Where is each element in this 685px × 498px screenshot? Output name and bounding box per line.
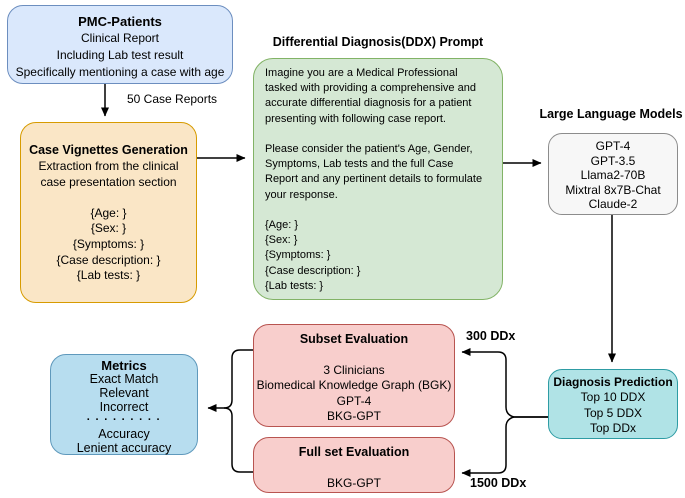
text-line: Accuracy bbox=[98, 427, 150, 442]
text-line bbox=[21, 190, 196, 206]
ddx-prompt-lines: Imagine you are a Medical Professional ta… bbox=[265, 66, 491, 294]
case-vignettes-box: Case Vignettes Generation Extraction fro… bbox=[20, 122, 197, 303]
text-line: Claude-2 bbox=[588, 197, 638, 211]
text-line: Please consider the patient's Age, Gende… bbox=[265, 143, 473, 156]
text-line: Lenient accuracy bbox=[76, 440, 172, 455]
text-line: {Age: } bbox=[265, 219, 299, 232]
text-line: Including Lab test result bbox=[56, 48, 184, 62]
subset-ddx-count-label: 300 DDx bbox=[466, 329, 516, 343]
text-line: Top DDx bbox=[589, 421, 636, 435]
text-line: Imagine you are a Medical Professional bbox=[265, 67, 458, 79]
text-line: Top 5 DDX bbox=[583, 405, 643, 420]
text-line: {Case description: } bbox=[56, 252, 161, 267]
text-line: Top 10 DDX bbox=[580, 390, 646, 404]
text-line: Mixtral 8x7B-Chat bbox=[565, 182, 661, 197]
text-line: Exact Match bbox=[89, 372, 159, 386]
text-line: Report and any pertinent details to form… bbox=[265, 173, 483, 186]
pmc-patients-title: PMC-Patients bbox=[78, 14, 162, 29]
text-line: accurate differential diagnosis for a pa… bbox=[265, 97, 472, 110]
subset-evaluation-title: Subset Evaluation bbox=[299, 332, 409, 346]
text-line: Clinical Report bbox=[80, 31, 160, 45]
text-line: Relevant bbox=[99, 385, 149, 400]
text-line bbox=[254, 347, 454, 363]
llm-heading: Large Language Models bbox=[539, 107, 683, 121]
text-line: {Lab tests: } bbox=[76, 268, 141, 283]
arrow-prediction-to-subset bbox=[461, 348, 548, 418]
text-line: case presentation section bbox=[40, 174, 177, 189]
text-line: BKG-GPT bbox=[326, 409, 381, 423]
case-vignettes-title: Case Vignettes Generation bbox=[29, 143, 188, 157]
ddx-prompt-box: Imagine you are a Medical Professional ta… bbox=[253, 58, 503, 300]
arrow-prediction-to-fullset bbox=[461, 416, 548, 477]
ddx-prompt-heading: Differential Diagnosis(DDX) Prompt bbox=[272, 35, 484, 49]
text-line bbox=[265, 127, 491, 142]
text-line: {Age: } bbox=[90, 205, 127, 220]
text-line: tasked with providing a comprehensive an… bbox=[265, 82, 476, 95]
text-line: Symptoms, Lab tests and the full Case bbox=[265, 158, 454, 171]
case-reports-arrow-label: 50 Case Reports bbox=[127, 92, 218, 106]
fullset-evaluation-lines: BKG-GPT bbox=[254, 460, 454, 491]
text-line: Incorrect bbox=[99, 399, 149, 414]
text-line: Biomedical Knowledge Graph (BGK) bbox=[256, 378, 452, 392]
text-line bbox=[254, 460, 454, 476]
text-line: GPT-4 bbox=[595, 139, 631, 153]
text-line: {Symptoms: } bbox=[72, 236, 145, 251]
text-line: {Case description: } bbox=[265, 264, 361, 277]
text-line: BKG-GPT bbox=[326, 475, 381, 490]
text-line: Extraction from the clinical bbox=[38, 159, 179, 173]
diagnosis-prediction-title: Diagnosis Prediction bbox=[553, 375, 673, 389]
text-line: GPT-4 bbox=[336, 393, 372, 408]
text-line bbox=[265, 203, 491, 218]
text-line: Specifically mentioning a case with age bbox=[15, 65, 225, 79]
text-line: {Sex: } bbox=[265, 234, 298, 247]
text-line: {Lab tests: } bbox=[265, 279, 324, 292]
fullset-evaluation-box: Full set Evaluation BKG-GPT bbox=[253, 437, 455, 493]
text-line: your response. bbox=[265, 188, 338, 201]
text-line: · · · · · · · · · bbox=[86, 414, 162, 427]
text-line: GPT-3.5 bbox=[590, 153, 636, 168]
metrics-title: Metrics bbox=[101, 358, 147, 373]
text-line: 3 Clinicians bbox=[323, 362, 385, 377]
text-line: presenting with following case report. bbox=[265, 112, 446, 125]
text-line: {Symptoms: } bbox=[265, 249, 331, 262]
text-line: Llama2-70B bbox=[580, 168, 646, 182]
arrow-fullset-to-metrics bbox=[223, 407, 253, 473]
arrow-subset-to-metrics bbox=[207, 349, 253, 412]
fullset-ddx-count-label: 1500 DDx bbox=[470, 476, 527, 490]
fullset-evaluation-title: Full set Evaluation bbox=[298, 445, 410, 459]
text-line: {Sex: } bbox=[90, 221, 127, 236]
